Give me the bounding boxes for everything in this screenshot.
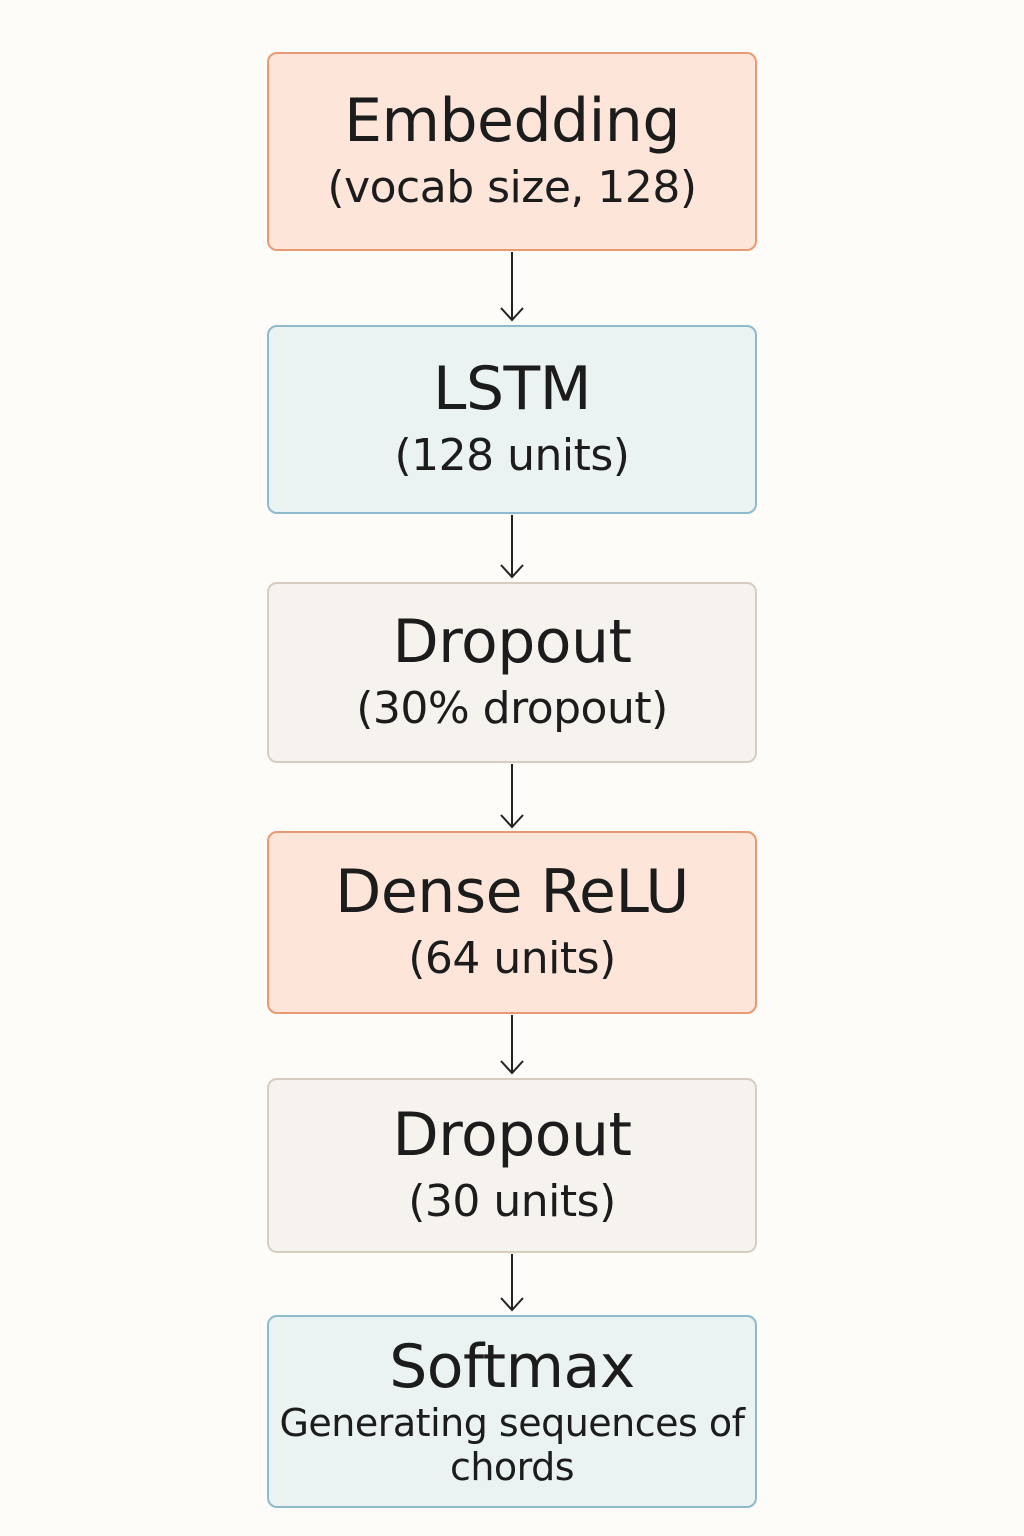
arrow-down-icon xyxy=(497,1254,527,1314)
arrow-down-icon xyxy=(497,515,527,581)
layer-title: Dropout xyxy=(392,1100,632,1171)
layer-detail: (128 units) xyxy=(394,430,630,482)
arrow-down-icon xyxy=(497,1015,527,1077)
layer-title: LSTM xyxy=(433,354,591,425)
layer-title: Dense ReLU xyxy=(335,857,689,928)
layer-detail: (30% dropout) xyxy=(356,683,668,735)
layer-box-softmax: Softmax Generating sequences of chords xyxy=(267,1315,757,1508)
layer-box-embedding: Embedding (vocab size, 128) xyxy=(267,52,757,251)
layer-box-dense-relu: Dense ReLU (64 units) xyxy=(267,831,757,1014)
layer-box-lstm: LSTM (128 units) xyxy=(267,325,757,514)
arrow-down-icon xyxy=(497,252,527,324)
layer-title: Embedding xyxy=(344,86,680,157)
layer-detail: (30 units) xyxy=(408,1176,616,1228)
layer-title: Dropout xyxy=(392,607,632,678)
layer-box-dropout: Dropout (30% dropout) xyxy=(267,582,757,763)
layer-detail: (vocab size, 128) xyxy=(327,162,697,214)
layer-detail: (64 units) xyxy=(408,933,616,985)
layer-detail: Generating sequences of chords xyxy=(279,1400,745,1489)
layer-title: Softmax xyxy=(389,1331,635,1402)
layer-box-dropout-2: Dropout (30 units) xyxy=(267,1078,757,1253)
arrow-down-icon xyxy=(497,764,527,831)
